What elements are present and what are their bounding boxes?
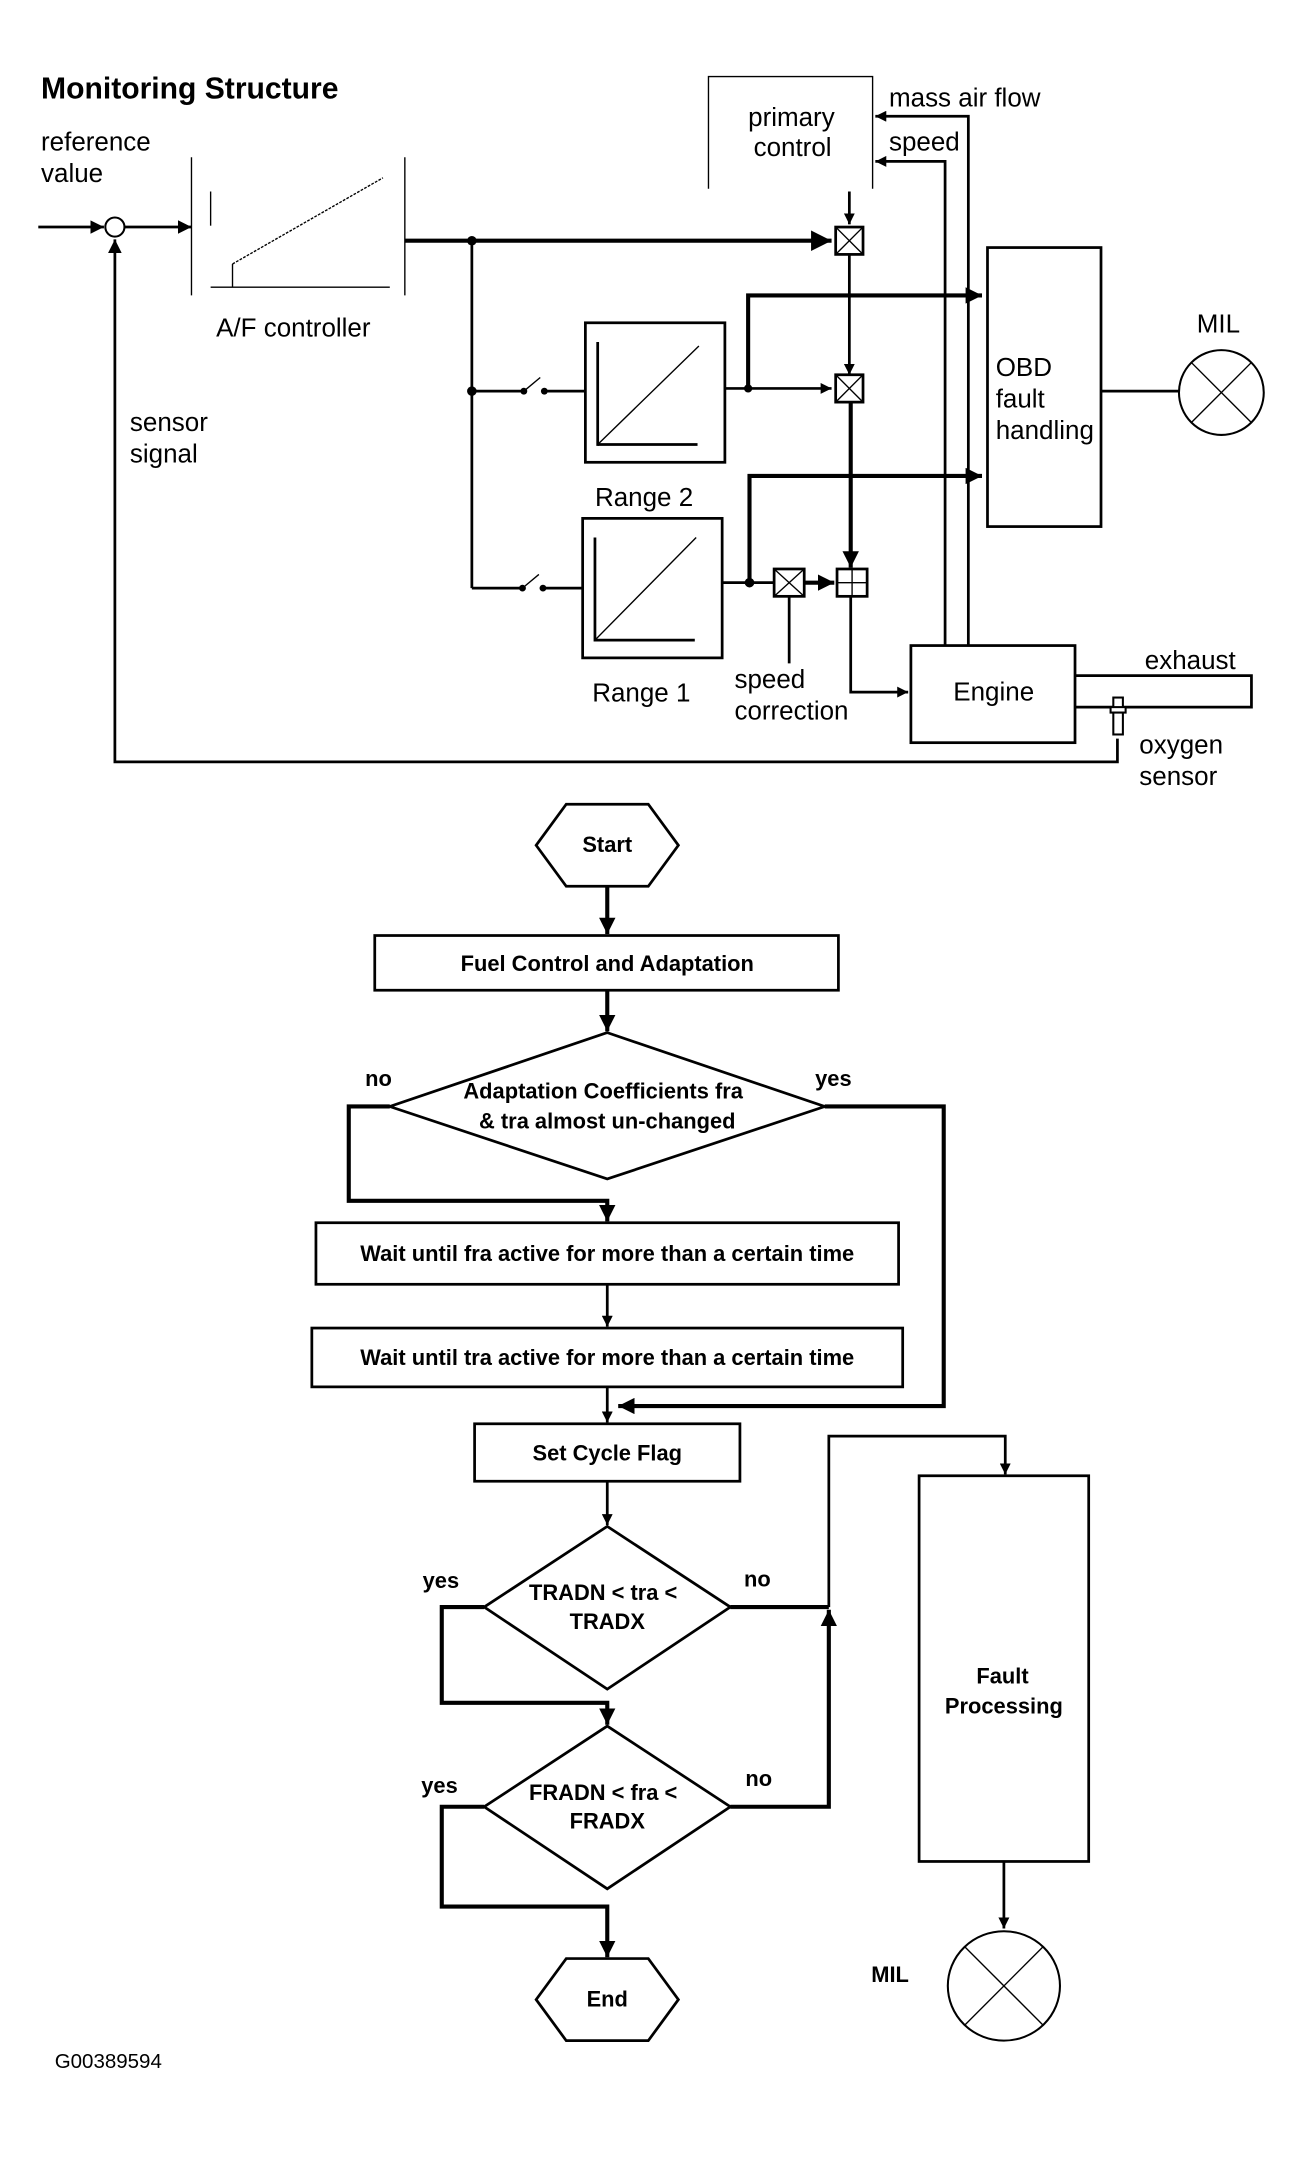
start-label: Start: [582, 832, 633, 857]
set-cycle-flag-box: [473, 1422, 742, 1483]
obd-label-2: fault: [996, 384, 1046, 414]
oxygen-sensor-icon: [1109, 696, 1127, 736]
reference-value-label-2: value: [41, 158, 103, 188]
start-terminal: [534, 802, 681, 888]
sensor-signal-label: sensor: [130, 407, 208, 437]
decision1-yes-label: yes: [815, 1066, 851, 1091]
sensor-signal-label-2: signal: [130, 438, 198, 468]
flowchart: Start Fuel Control and Adaptation Adapta…: [310, 802, 1091, 2042]
end-terminal: [534, 1957, 681, 2042]
reference-value-label: reference: [41, 126, 151, 156]
mil-lamp-icon: [1177, 349, 1265, 436]
primary-control-label: primary: [748, 102, 835, 132]
decision1-no-path: [346, 1104, 616, 1222]
fra-decision-line2: FRADX: [570, 1809, 646, 1834]
exhaust-pipe: [1075, 674, 1253, 709]
speed-correction-label-2: correction: [734, 695, 848, 725]
tra-decision: [481, 1524, 733, 1691]
af-controller-label: A/F controller: [216, 312, 371, 342]
adaptation-decision: [385, 1031, 830, 1181]
fault-processing-label: Fault: [976, 1664, 1029, 1689]
fra-decision: [481, 1724, 733, 1891]
range2-label: Range 2: [595, 482, 693, 512]
fra-yes-label: yes: [421, 1773, 458, 1798]
wait-fra-box: [314, 1221, 900, 1286]
engine-label: Engine: [953, 676, 1034, 706]
primary-control-block: [707, 75, 874, 189]
engine-block: [909, 644, 1077, 745]
set-cycle-flag-label: Set Cycle Flag: [532, 1441, 682, 1466]
adder-to-engine-line: [849, 596, 909, 698]
wait-tra-label: Wait until tra active for more than a ce…: [360, 1345, 854, 1370]
tra-decision-line1: TRADN < tra <: [529, 1580, 677, 1605]
oxygen-sensor-label-2: sensor: [1139, 761, 1217, 791]
mass-air-flow-line: [875, 110, 970, 646]
oxygen-sensor-label: oxygen: [1139, 730, 1223, 760]
decision1-no-label: no: [365, 1066, 392, 1091]
obd-fault-handling-block: [986, 246, 1103, 528]
figure-id: G00389594: [55, 2050, 162, 2073]
switch-range2-icon: [471, 376, 586, 395]
af-controller-block: [190, 157, 406, 296]
switch-range1-icon: [471, 573, 583, 592]
fra-yes-path: [439, 1804, 616, 1958]
obd-label-3: handling: [996, 415, 1094, 445]
range1-block: [581, 517, 724, 660]
summing-junction-icon: [104, 216, 126, 238]
exhaust-label: exhaust: [1145, 645, 1237, 675]
range1-label: Range 1: [592, 678, 690, 708]
sensor-feedback-line: [108, 239, 1119, 764]
mass-air-flow-label: mass air flow: [889, 83, 1041, 113]
multiplier-2-icon: [834, 373, 865, 404]
to-fault-processing-path: [827, 1434, 1011, 1608]
speed-line: [875, 155, 947, 646]
fra-no-path: [730, 1609, 838, 1809]
range2-block: [584, 321, 727, 464]
page-title: Monitoring Structure: [41, 72, 338, 105]
fuel-control-label: Fuel Control and Adaptation: [461, 951, 754, 976]
mil-label: MIL: [1197, 308, 1240, 338]
fra-no-label: no: [745, 1766, 772, 1791]
wait-tra-box: [310, 1326, 905, 1389]
decision1-line1: Adaptation Coefficients fra: [463, 1078, 743, 1103]
block-diagram: reference value A/F controller sensor si…: [38, 75, 1265, 791]
tra-yes-label: yes: [423, 1568, 460, 1593]
fra-decision-line1: FRADN < fra <: [529, 1780, 677, 1805]
obd-label: OBD: [996, 352, 1052, 382]
mil-lamp-icon: [946, 1930, 1061, 2042]
mil-label-2: MIL: [871, 1962, 909, 1987]
end-label: End: [587, 1986, 628, 2011]
speed-correction-multiplier-icon: [772, 567, 806, 598]
range2-to-obd-line: [746, 287, 983, 389]
speed-label: speed: [889, 126, 960, 156]
tra-no-label: no: [744, 1567, 771, 1592]
adder-icon: [835, 567, 869, 598]
multiplier-1-icon: [834, 225, 865, 256]
tra-decision-line2: TRADX: [570, 1609, 646, 1634]
decision1-yes-path: [618, 1104, 946, 1415]
primary-control-label-2: control: [754, 132, 832, 162]
wait-fra-label: Wait until fra active for more than a ce…: [360, 1241, 854, 1266]
tra-yes-path: [439, 1605, 616, 1725]
fuel-control-box: [373, 934, 840, 992]
range1-to-obd-line: [747, 467, 983, 583]
fault-processing-label-2: Processing: [945, 1694, 1063, 1719]
speed-correction-label: speed: [734, 664, 805, 694]
decision1-line2: & tra almost un-changed: [479, 1108, 735, 1133]
